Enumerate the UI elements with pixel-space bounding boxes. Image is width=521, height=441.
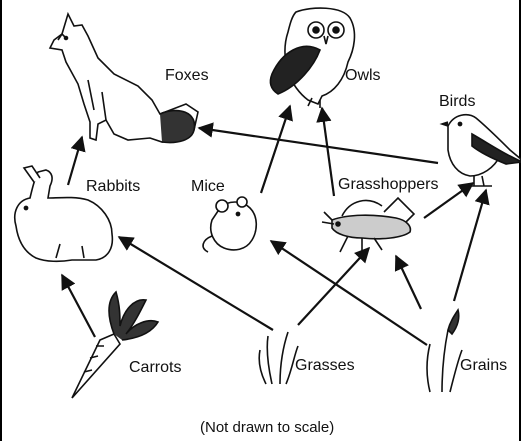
label-grasshoppers: Grasshoppers <box>338 176 439 194</box>
arrow-grains-to-grasshoppers <box>396 256 421 309</box>
arrow-grasshoppers-to-owls <box>322 108 334 196</box>
label-rabbits: Rabbits <box>86 178 140 196</box>
arrow-rabbits-to-foxes <box>68 137 82 185</box>
mouse-icon <box>203 197 256 252</box>
arrow-birds-to-foxes <box>199 128 438 163</box>
grain-icon <box>427 310 462 392</box>
label-birds: Birds <box>439 93 475 111</box>
grasshopper-icon <box>322 198 414 252</box>
arrow-mice-to-owls <box>261 106 290 193</box>
label-owls: Owls <box>345 67 381 85</box>
label-foxes: Foxes <box>165 67 209 85</box>
diagram-caption: (Not drawn to scale) <box>200 419 334 437</box>
arrow-grasses-to-rabbits <box>119 237 273 330</box>
arrow-grasses-to-grasshoppers <box>298 248 369 325</box>
grass-icon <box>259 332 298 384</box>
label-grains: Grains <box>460 357 507 375</box>
label-grasses: Grasses <box>295 357 355 375</box>
label-carrots: Carrots <box>129 359 181 377</box>
carrot-icon <box>72 292 158 398</box>
arrow-grains-to-birds <box>454 190 486 301</box>
arrow-grains-to-mice <box>271 241 427 345</box>
energy-flow-arrows <box>62 106 486 345</box>
arrow-carrots-to-rabbits <box>62 275 95 337</box>
bird-icon <box>442 115 521 186</box>
owl-icon <box>270 8 354 108</box>
label-mice: Mice <box>191 178 225 196</box>
